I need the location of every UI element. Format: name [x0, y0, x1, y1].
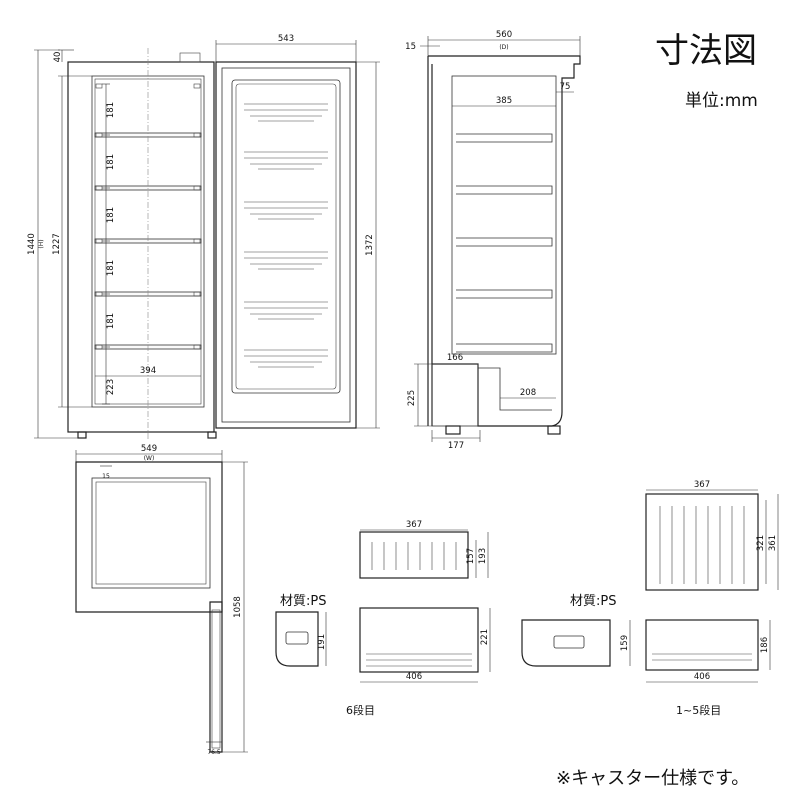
basket-6-material: 材質:PS — [280, 594, 326, 609]
door-thickness: 76.5 — [207, 749, 221, 756]
basket-6-front-width: 406 — [406, 672, 422, 682]
machine-box-height: 225 — [407, 390, 417, 406]
back-step: 75 — [560, 82, 571, 92]
basket-1-5-height-a: 321 — [756, 535, 766, 551]
basket-1-5-top — [645, 493, 759, 591]
foot-width: 177 — [448, 441, 464, 451]
shelf-pitch-3: 181 — [106, 207, 116, 223]
basket-6-caption: 6段目 — [346, 703, 375, 717]
basket-1-5: 材質:PS 159 367 321 361 186 406 1~5段目 — [521, 480, 779, 717]
basket-1-5-material: 材質:PS — [570, 594, 616, 609]
side-foot-front — [445, 425, 461, 435]
caster-left — [77, 431, 87, 439]
basket-1-5-front — [645, 619, 759, 671]
door-gasket — [221, 67, 351, 423]
basket-6-top-width: 367 — [406, 520, 422, 530]
width: 549 — [141, 444, 157, 454]
basket-1-5-ribs — [659, 506, 745, 584]
door-width: 543 — [278, 34, 294, 44]
machine-box-width: 166 — [447, 353, 463, 363]
caster-right — [207, 431, 217, 439]
shelf-pitch-5: 181 — [106, 313, 116, 329]
side-foot-rear — [547, 425, 561, 435]
depth: 560 — [496, 30, 512, 40]
side-shelves — [456, 133, 553, 353]
door-swing-depth: 1058 — [233, 596, 243, 618]
bottom-compartment-height: 223 — [106, 379, 116, 395]
door-open — [215, 61, 357, 429]
basket-1-5-front-height: 186 — [760, 637, 770, 653]
inner-width: 394 — [140, 366, 156, 376]
top-outline — [75, 461, 223, 613]
shelf-clips — [95, 83, 201, 350]
basket-6-ribs — [371, 542, 457, 570]
caster-footnote: ※キャスター仕様です。 — [556, 768, 749, 789]
page-title: 寸法図 — [655, 31, 757, 71]
shelf-pitch-2: 181 — [106, 154, 116, 170]
side-view: 560 (D) 15 75 385 166 225 208 177 — [405, 30, 581, 451]
top-hinge — [179, 52, 201, 63]
basket-1-5-caption: 1~5段目 — [676, 703, 721, 717]
shelf-pitch-4: 181 — [106, 260, 116, 276]
cabinet-body-outline — [67, 61, 215, 433]
top-inner — [91, 477, 211, 589]
depth-code: (D) — [499, 44, 508, 51]
door-outline — [215, 61, 357, 429]
basket-1-5-side-height: 159 — [620, 635, 630, 651]
hinge-offset: 15 — [102, 473, 110, 480]
basket-1-5-top-width: 367 — [694, 480, 710, 490]
shelf-depth: 385 — [496, 96, 512, 106]
basket-1-5-height-b: 361 — [768, 535, 778, 551]
inner-height: 1227 — [52, 233, 62, 255]
shelf-pitch-1: 181 — [106, 102, 116, 118]
basket-6-top — [359, 531, 469, 579]
door-ribs — [244, 103, 328, 368]
bottom-depth: 208 — [520, 388, 536, 398]
basket-1-5-side — [521, 619, 611, 667]
basket-6-side — [275, 611, 319, 667]
top-view: 549 (W) 15 1058 76.5 — [75, 444, 248, 756]
basket-6-front-height: 221 — [480, 629, 490, 645]
top-offset: 15 — [405, 42, 416, 52]
overall-height-code: (H) — [38, 239, 45, 248]
machine-box — [431, 363, 479, 427]
side-inner-liner — [451, 75, 557, 355]
basket-6: 材質:PS 191 367 157 193 221 406 6段目 — [275, 520, 491, 717]
width-code: (W) — [144, 455, 155, 462]
side-outline — [428, 55, 581, 427]
basket-6-front — [359, 607, 479, 673]
front-view: 181 181 181 181 181 223 394 40 1440 (H) … — [27, 34, 380, 440]
basket-6-side-height: 191 — [317, 634, 327, 650]
basket-1-5-front-width: 406 — [694, 672, 710, 682]
top-gap: 40 — [53, 52, 63, 63]
basket-6-height-b: 193 — [478, 548, 488, 564]
overall-height: 1440 — [27, 233, 37, 255]
unit-label: 単位:mm — [685, 91, 758, 111]
door-height: 1372 — [365, 234, 375, 256]
basket-6-height-a: 157 — [466, 548, 476, 564]
door-liner — [231, 79, 341, 394]
